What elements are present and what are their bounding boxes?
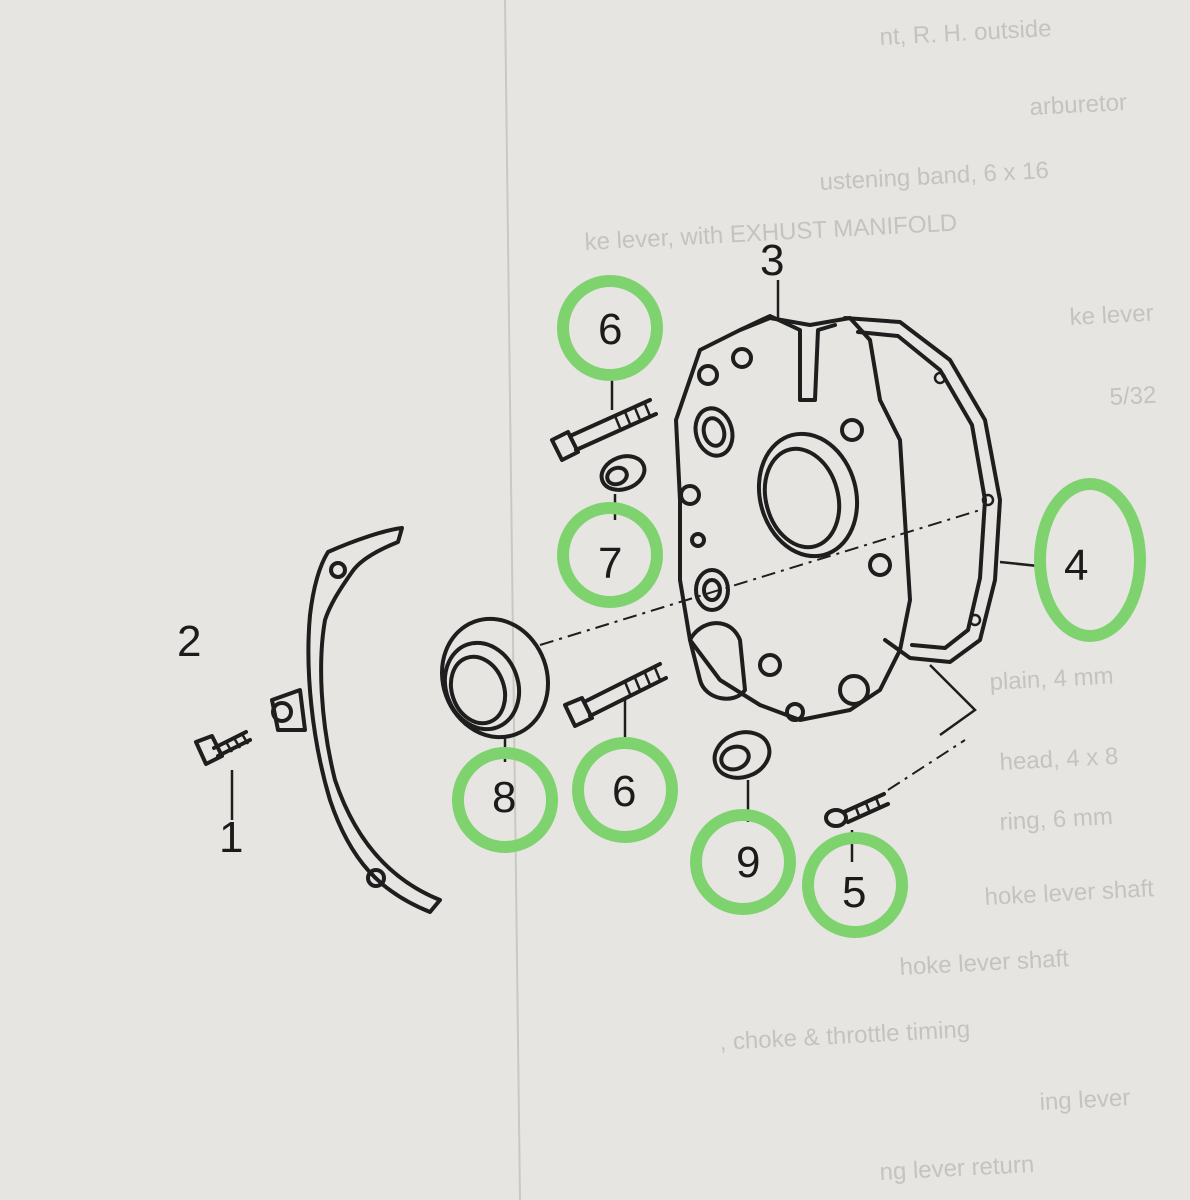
svg-text:plain, 4 mm: plain, 4 mm <box>989 663 1114 696</box>
callout-5: 5 <box>842 868 866 917</box>
svg-text:5/32: 5/32 <box>1109 382 1157 411</box>
callout-2: 2 <box>177 617 201 666</box>
svg-text:ring, 6 mm: ring, 6 mm <box>999 803 1114 836</box>
callout-1: 1 <box>219 813 243 862</box>
callout-6-upper: 6 <box>598 305 622 354</box>
highlight-ring-6-upper <box>557 275 663 381</box>
callout-3: 3 <box>760 236 784 285</box>
callout-4: 4 <box>1064 541 1088 590</box>
svg-text:, choke & throttle timing: , choke & throttle timing <box>719 1016 971 1056</box>
callout-6-lower: 6 <box>612 767 636 816</box>
highlight-ring-9 <box>690 809 796 915</box>
highlight-ring-5 <box>802 832 908 938</box>
part-6-upper-bolt <box>550 378 658 462</box>
part-2-guide-plate <box>270 526 442 914</box>
highlight-ring-4 <box>1034 478 1146 642</box>
svg-text:ng lever return: ng lever return <box>879 1151 1035 1186</box>
highlight-ring-6-lower <box>572 737 678 843</box>
svg-text:hoke lever shaft: hoke lever shaft <box>899 945 1070 981</box>
highlight-ring-7 <box>557 502 663 608</box>
part-3-cover <box>674 280 912 722</box>
svg-text:ke lever: ke lever <box>1069 300 1154 331</box>
part-8-oil-seal <box>440 616 550 762</box>
svg-text:hoke lever shaft: hoke lever shaft <box>984 875 1155 911</box>
svg-text:arburetor: arburetor <box>1029 89 1128 121</box>
svg-text:nt, R. H. outside: nt, R. H. outside <box>879 15 1052 51</box>
callout-8: 8 <box>492 773 516 822</box>
part-1-bolt <box>194 730 252 820</box>
svg-text:ing lever: ing lever <box>1039 1084 1131 1116</box>
part-5-screw <box>824 792 890 862</box>
part-4-gasket <box>843 316 1039 664</box>
callout-7: 7 <box>598 539 622 588</box>
part-6-lower-bolt <box>563 662 668 740</box>
svg-text:ustening band, 6 x 16: ustening band, 6 x 16 <box>819 157 1050 196</box>
highlight-rings <box>452 275 1146 938</box>
callout-labels: 1 2 3 4 5 6 6 7 8 9 <box>177 236 1088 917</box>
highlight-ring-8 <box>452 747 558 853</box>
callout-9: 9 <box>736 838 760 887</box>
svg-text:head, 4 x 8: head, 4 x 8 <box>999 743 1119 776</box>
part-9-grommet <box>712 730 772 822</box>
assembly-lines <box>539 509 981 791</box>
